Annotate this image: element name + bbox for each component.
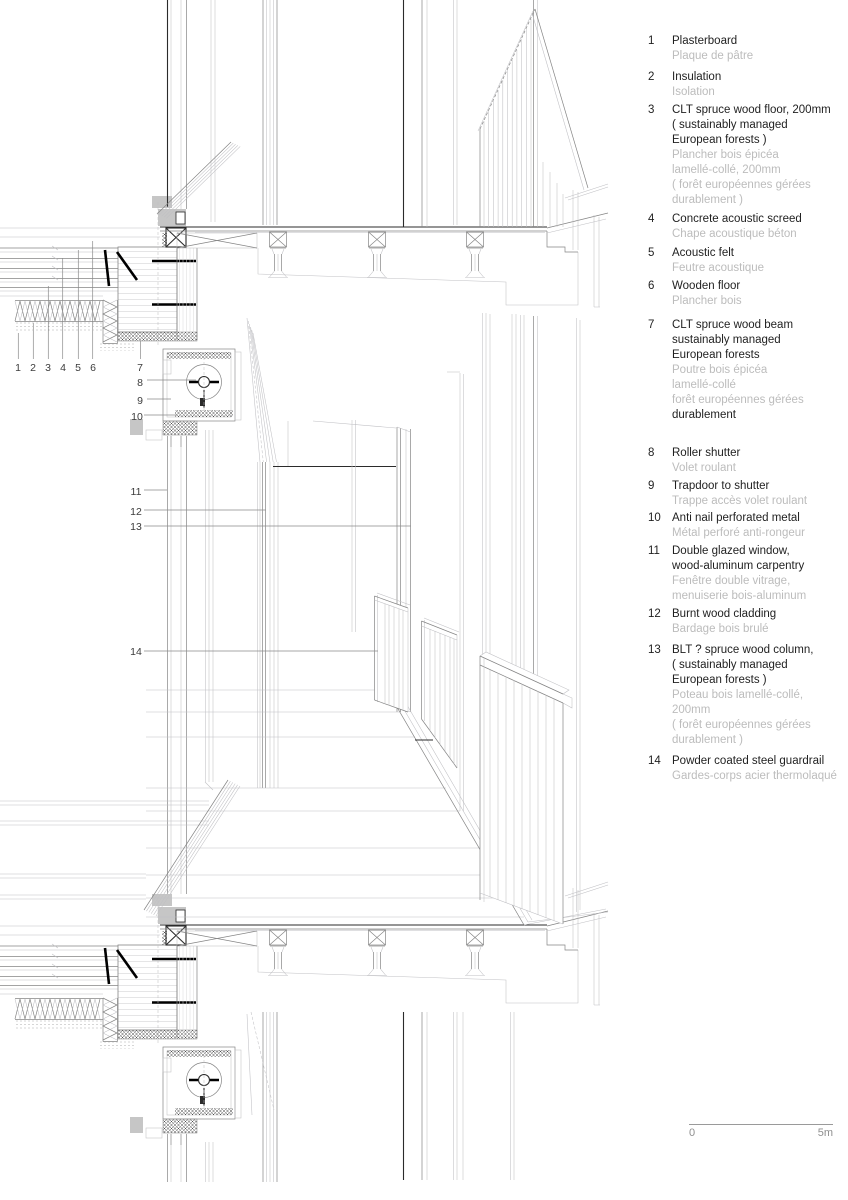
- legend-item-14: 14 Powder coated steel guardrail Gardes-…: [648, 754, 837, 784]
- legend-fr: Bardage bois brulé: [672, 623, 769, 635]
- legend-number: 1: [648, 35, 655, 47]
- legend-number: 4: [648, 213, 655, 225]
- legend-number: 13: [648, 644, 661, 656]
- legend-fr: Trappe accès volet roulant: [672, 495, 808, 507]
- callout-7: 7: [137, 362, 143, 374]
- legend-en: Acoustic felt: [672, 247, 734, 259]
- callout-6: 6: [90, 362, 96, 374]
- legend-fr: Chape acoustique béton: [672, 228, 797, 240]
- callout-9: 9: [137, 395, 143, 407]
- legend-fr: Plancher bois épicéa lamellé-collé, 200m…: [672, 149, 811, 206]
- legend-number: 9: [648, 480, 655, 492]
- scale-zero-label: 0: [689, 1127, 696, 1139]
- legend-number: 12: [648, 608, 661, 620]
- legend-en: Wooden floor: [672, 280, 741, 292]
- legend-en: Insulation: [672, 71, 722, 83]
- legend-fr: Isolation: [672, 86, 715, 98]
- legend-fr-dark: durablement: [672, 409, 736, 421]
- legend-fr: Gardes-corps acier thermolaqué: [672, 770, 837, 782]
- legend-item-2: 2 Insulation Isolation: [648, 70, 721, 100]
- legend-en: Double glazed window, wood-aluminum carp…: [672, 545, 805, 572]
- legend-number: 11: [648, 545, 660, 557]
- legend-item-8: 8 Roller shutter Volet roulant: [648, 446, 740, 476]
- scale-bar-line: [689, 1124, 833, 1125]
- legend-fr: Métal perforé anti-rongeur: [672, 527, 805, 539]
- callout-5: 5: [75, 362, 81, 374]
- legend-en: Trapdoor to shutter: [672, 480, 770, 492]
- legend-en: Anti nail perforated metal: [672, 512, 800, 524]
- legend-en: Powder coated steel guardrail: [672, 755, 825, 767]
- legend-en: CLT spruce wood beam sustainably managed…: [672, 319, 794, 361]
- legend-item-11: 11 Double glazed window, wood-aluminum c…: [648, 544, 806, 604]
- legend-fr: Poteau bois lamellé-collé, 200mm ( forêt…: [672, 689, 811, 746]
- legend-number: 5: [648, 247, 655, 259]
- legend-fr: Feutre acoustique: [672, 262, 765, 274]
- scale-bar: 0 5m: [689, 1124, 833, 1139]
- callout-10: 10: [131, 411, 143, 423]
- legend-en: Concrete acoustic screed: [672, 213, 802, 225]
- callout-12: 12: [130, 506, 142, 518]
- legend-item-1: 1 Plasterboard Plaque de pâtre: [648, 34, 753, 64]
- legend-item-12: 12 Burnt wood cladding Bardage bois brul…: [648, 607, 776, 637]
- floor-detail-lower: [0, 882, 608, 1145]
- lower-storey-lines: [167, 1011, 515, 1182]
- legend-item-9: 9 Trapdoor to shutter Trappe accès volet…: [648, 479, 807, 509]
- legend-item-6: 6 Wooden floor Plancher bois: [648, 279, 742, 309]
- callout-11: 11: [130, 486, 142, 498]
- legend-number: 3: [648, 104, 655, 116]
- callout-13: 13: [130, 521, 142, 533]
- legend-item-3: 3 CLT spruce wood floor, 200mm ( sustain…: [648, 103, 831, 208]
- legend-en: Burnt wood cladding: [672, 608, 777, 620]
- legend-fr: Poutre bois épicéa lamellé-collé forêt e…: [672, 364, 804, 406]
- legend-number: 2: [648, 71, 655, 83]
- upper-storey-lines: [156, 0, 589, 227]
- legend-item-5: 5 Acoustic felt Feutre acoustique: [648, 246, 764, 276]
- legend-number: 8: [648, 447, 655, 459]
- legend-en: Plasterboard: [672, 35, 738, 47]
- callout-4: 4: [60, 362, 66, 374]
- legend-fr: Fenêtre double vitrage, menuiserie bois-…: [672, 575, 807, 602]
- legend-number: 6: [648, 280, 655, 292]
- legend-number: 7: [648, 319, 655, 331]
- legend-item-10: 10 Anti nail perforated metal Métal perf…: [648, 511, 805, 541]
- legend-fr: Plaque de pâtre: [672, 50, 754, 62]
- leader-lines: [17, 241, 411, 652]
- scale-max-label: 5m: [817, 1127, 833, 1139]
- callout-3: 3: [45, 362, 51, 374]
- callout-8: 8: [137, 377, 143, 389]
- callout-14: 14: [130, 646, 142, 658]
- legend-number: 10: [648, 512, 661, 524]
- legend-item-7: 7 CLT spruce wood beam sustainably manag…: [648, 318, 804, 423]
- legend-en: BLT ? spruce wood column, ( sustainably …: [672, 644, 814, 686]
- callout-2: 2: [30, 362, 36, 374]
- legend-en: CLT spruce wood floor, 200mm ( sustainab…: [672, 104, 831, 146]
- legend-item-4: 4 Concrete acoustic screed Chape acousti…: [648, 212, 802, 242]
- legend-item-13: 13 BLT ? spruce wood column, ( sustainab…: [648, 643, 813, 748]
- legend-en: Roller shutter: [672, 447, 741, 459]
- legend-number: 14: [648, 755, 661, 767]
- legend-fr: Volet roulant: [672, 462, 736, 474]
- legend-fr: Plancher bois: [672, 295, 742, 307]
- callout-1: 1: [15, 362, 21, 374]
- balcony-perspective: [0, 313, 609, 926]
